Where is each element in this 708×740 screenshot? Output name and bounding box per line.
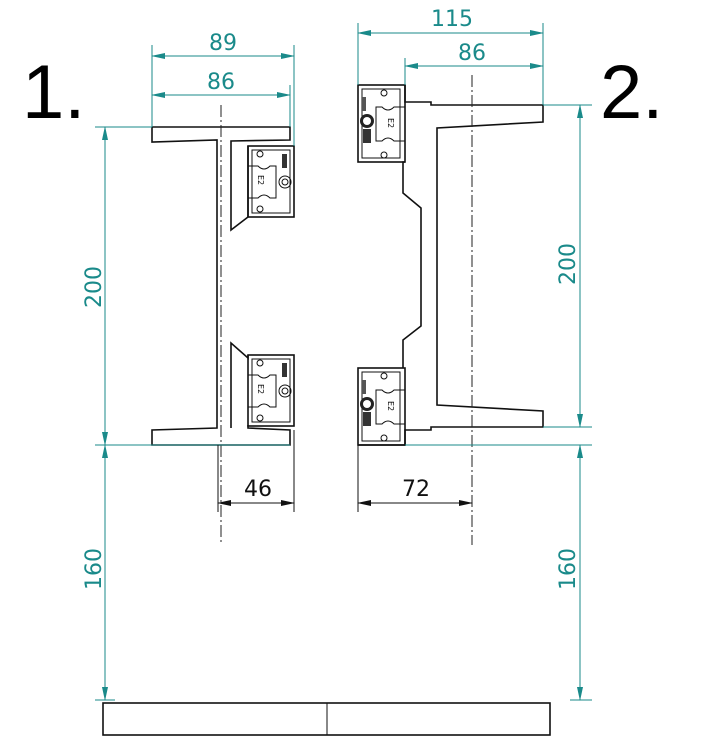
fig1-bracket-marking-bottom: E2 [256,384,265,394]
fig1-dim-height: 200 [82,266,107,308]
fig2-dim-flange-width: 86 [458,41,486,66]
fig2-bracket-marking-top: E2 [386,118,395,128]
figure-1-label: 1. [22,50,85,135]
figure-2-label: 2. [600,50,663,135]
fig1-bracket-marking-top: E2 [256,175,265,185]
fig2-bracket-marking-bottom: E2 [386,401,395,411]
fig1-offset-dimension [217,430,295,512]
fig2-dim-offset: 72 [402,477,430,502]
fig1-dim-offset: 46 [244,477,272,502]
fig2-dimensions [357,23,592,701]
fig1-dim-overall-width: 89 [209,31,237,56]
fig2-dim-lower-height: 160 [556,548,581,590]
fig2-dim-overall-width: 115 [431,7,473,32]
fig1-dimensions [95,45,295,701]
base-plate [102,702,551,736]
fig2-dim-height: 200 [556,243,581,285]
figure-1-profile: E2 E2 [151,126,295,446]
fig2-offset-dimension [357,445,473,512]
figure-2-profile: E2 E2 [357,84,544,446]
fig1-dim-lower-height: 160 [82,548,107,590]
fig1-dim-flange-width: 86 [207,70,235,95]
